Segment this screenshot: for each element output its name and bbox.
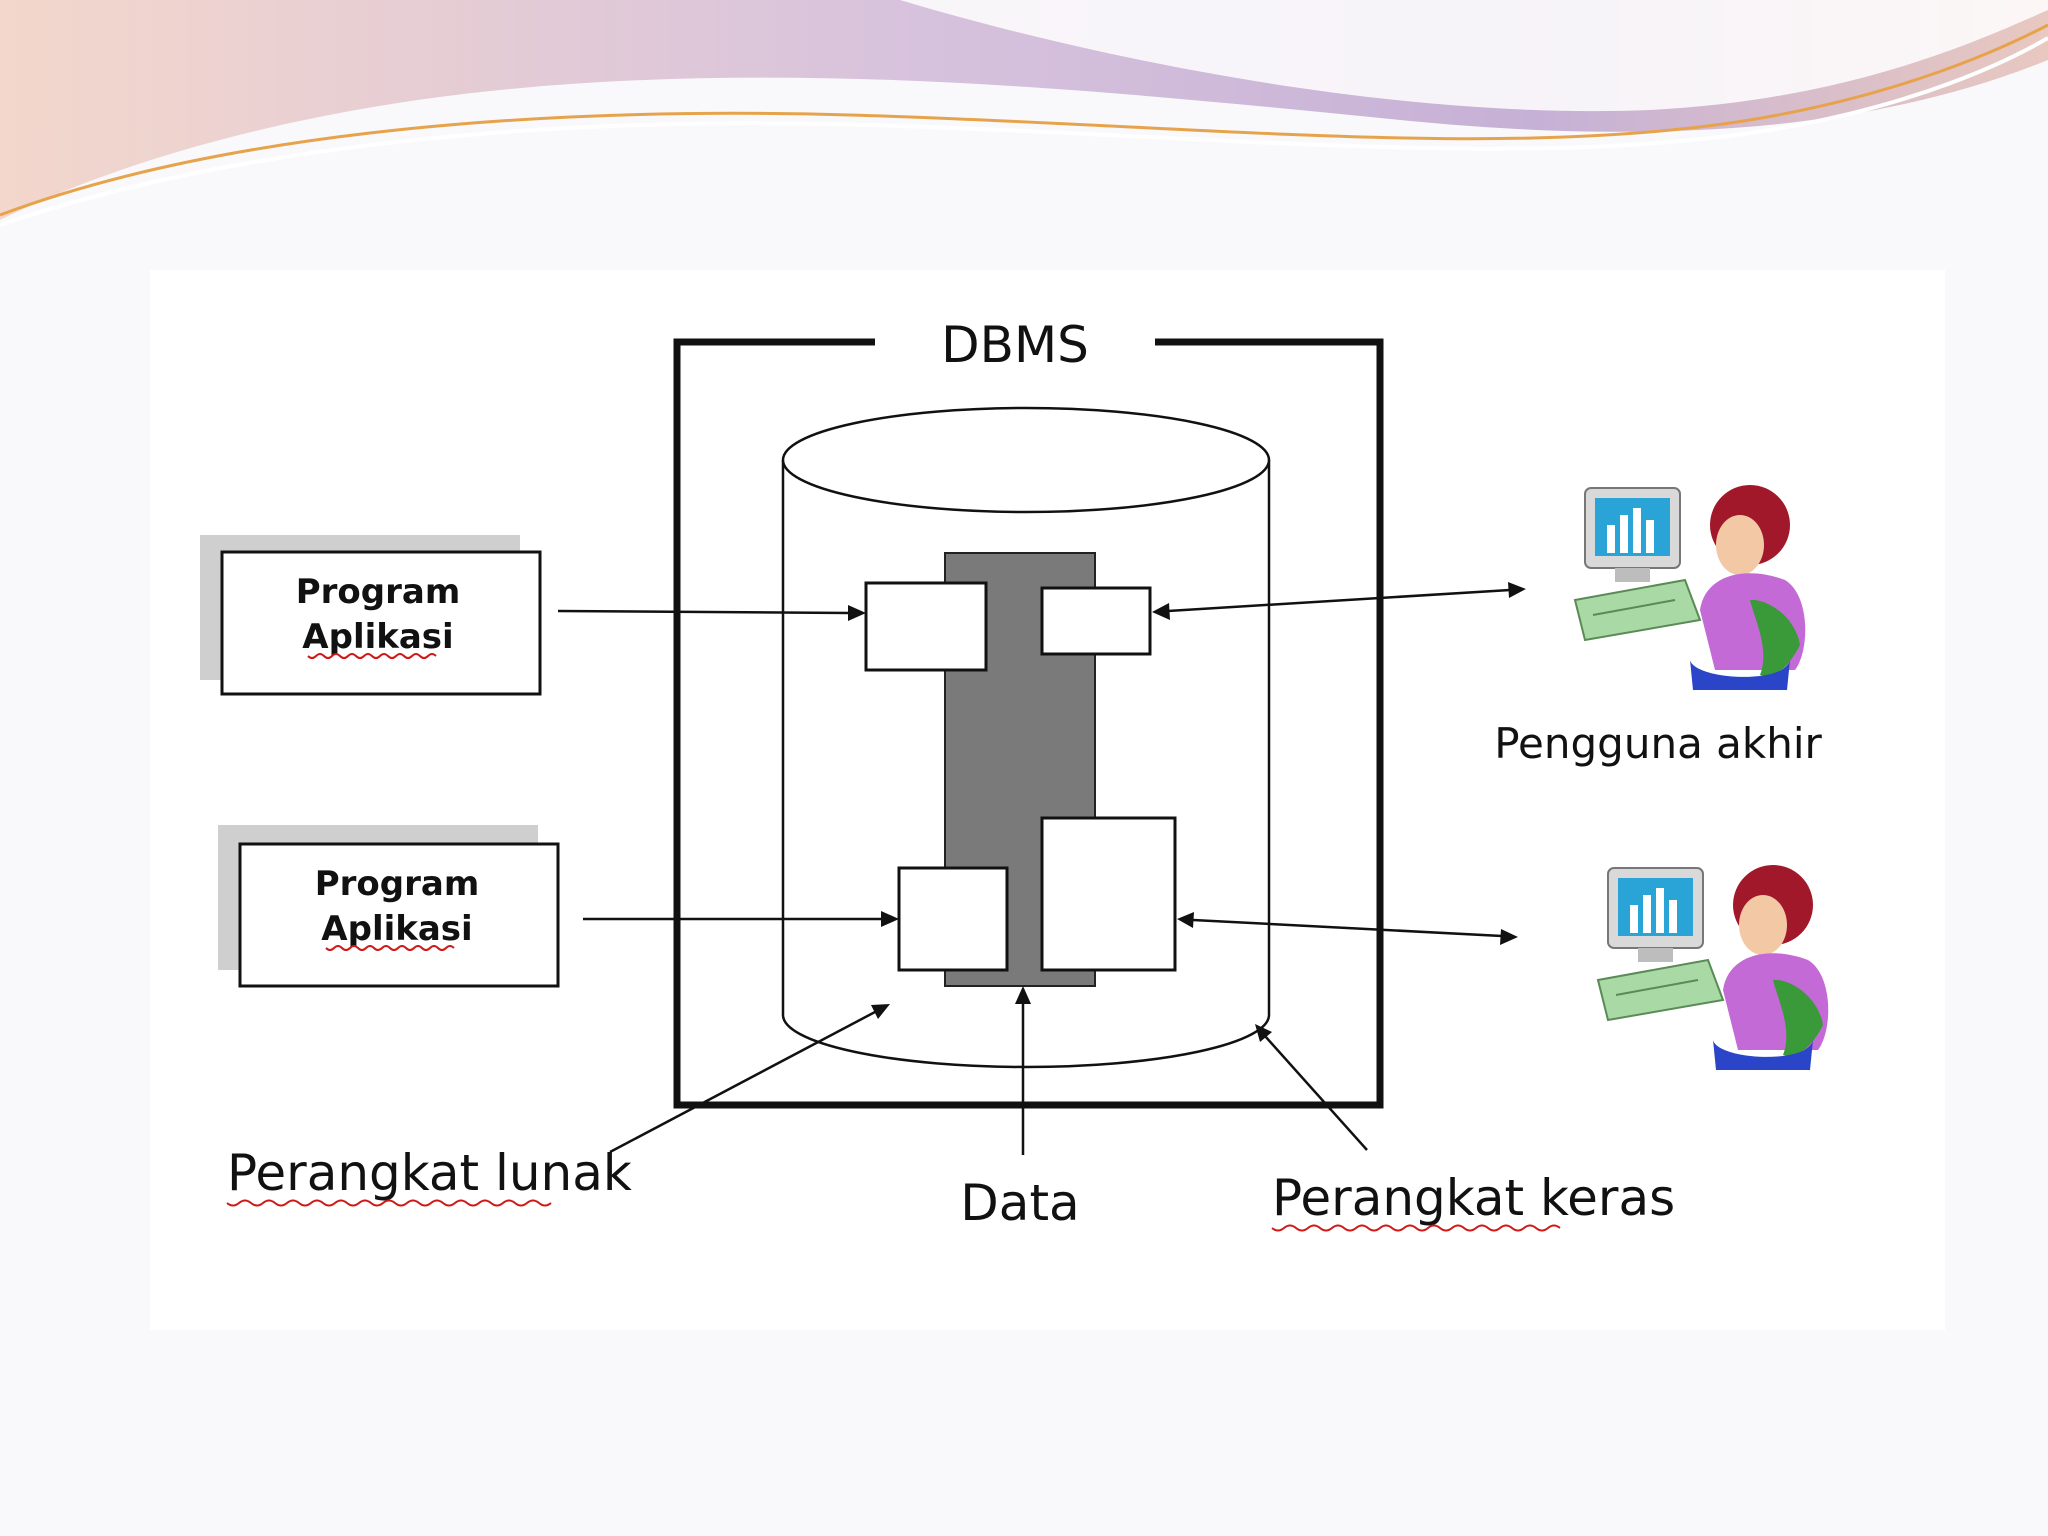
data-label: Data bbox=[960, 1174, 1079, 1232]
data-box-bottom-right bbox=[1040, 816, 1177, 972]
program-2-arrow bbox=[583, 911, 899, 927]
software-label: Perangkat lunak bbox=[227, 1144, 632, 1202]
data-pointer-arrow bbox=[1015, 986, 1031, 1155]
computer-user-icon bbox=[1573, 485, 1806, 690]
program-box-2-line2: Aplikasi bbox=[321, 909, 472, 949]
computer-user-icon bbox=[1596, 865, 1829, 1070]
dbms-diagram: DBMS Program Aplikasi Program Aplikasi bbox=[200, 316, 1829, 1232]
dbms-title: DBMS bbox=[941, 316, 1089, 374]
hardware-pointer-arrow bbox=[1255, 1024, 1368, 1151]
diagram-canvas: DBMS Program Aplikasi Program Aplikasi bbox=[150, 270, 1945, 1330]
program-box-2: Program Aplikasi bbox=[218, 825, 560, 988]
dbms-frame bbox=[673, 338, 1384, 1109]
data-box-top-left bbox=[864, 581, 988, 672]
header-wave-banner bbox=[0, 0, 2048, 227]
hardware-label: Perangkat keras bbox=[1272, 1169, 1675, 1227]
program-box-1-line2: Aplikasi bbox=[302, 617, 453, 657]
program-box-1: Program Aplikasi bbox=[200, 535, 542, 696]
data-box-top-right bbox=[1040, 586, 1152, 656]
end-user-2-arrow bbox=[1177, 912, 1518, 945]
end-user-1-arrow bbox=[1152, 582, 1526, 620]
program-1-arrow bbox=[557, 605, 866, 621]
data-box-bottom-left bbox=[897, 866, 1009, 972]
program-box-1-line1: Program bbox=[296, 572, 461, 612]
software-pointer-arrow bbox=[609, 1004, 890, 1154]
program-box-2-line1: Program bbox=[315, 864, 480, 904]
end-user-label: Pengguna akhir bbox=[1494, 719, 1822, 768]
